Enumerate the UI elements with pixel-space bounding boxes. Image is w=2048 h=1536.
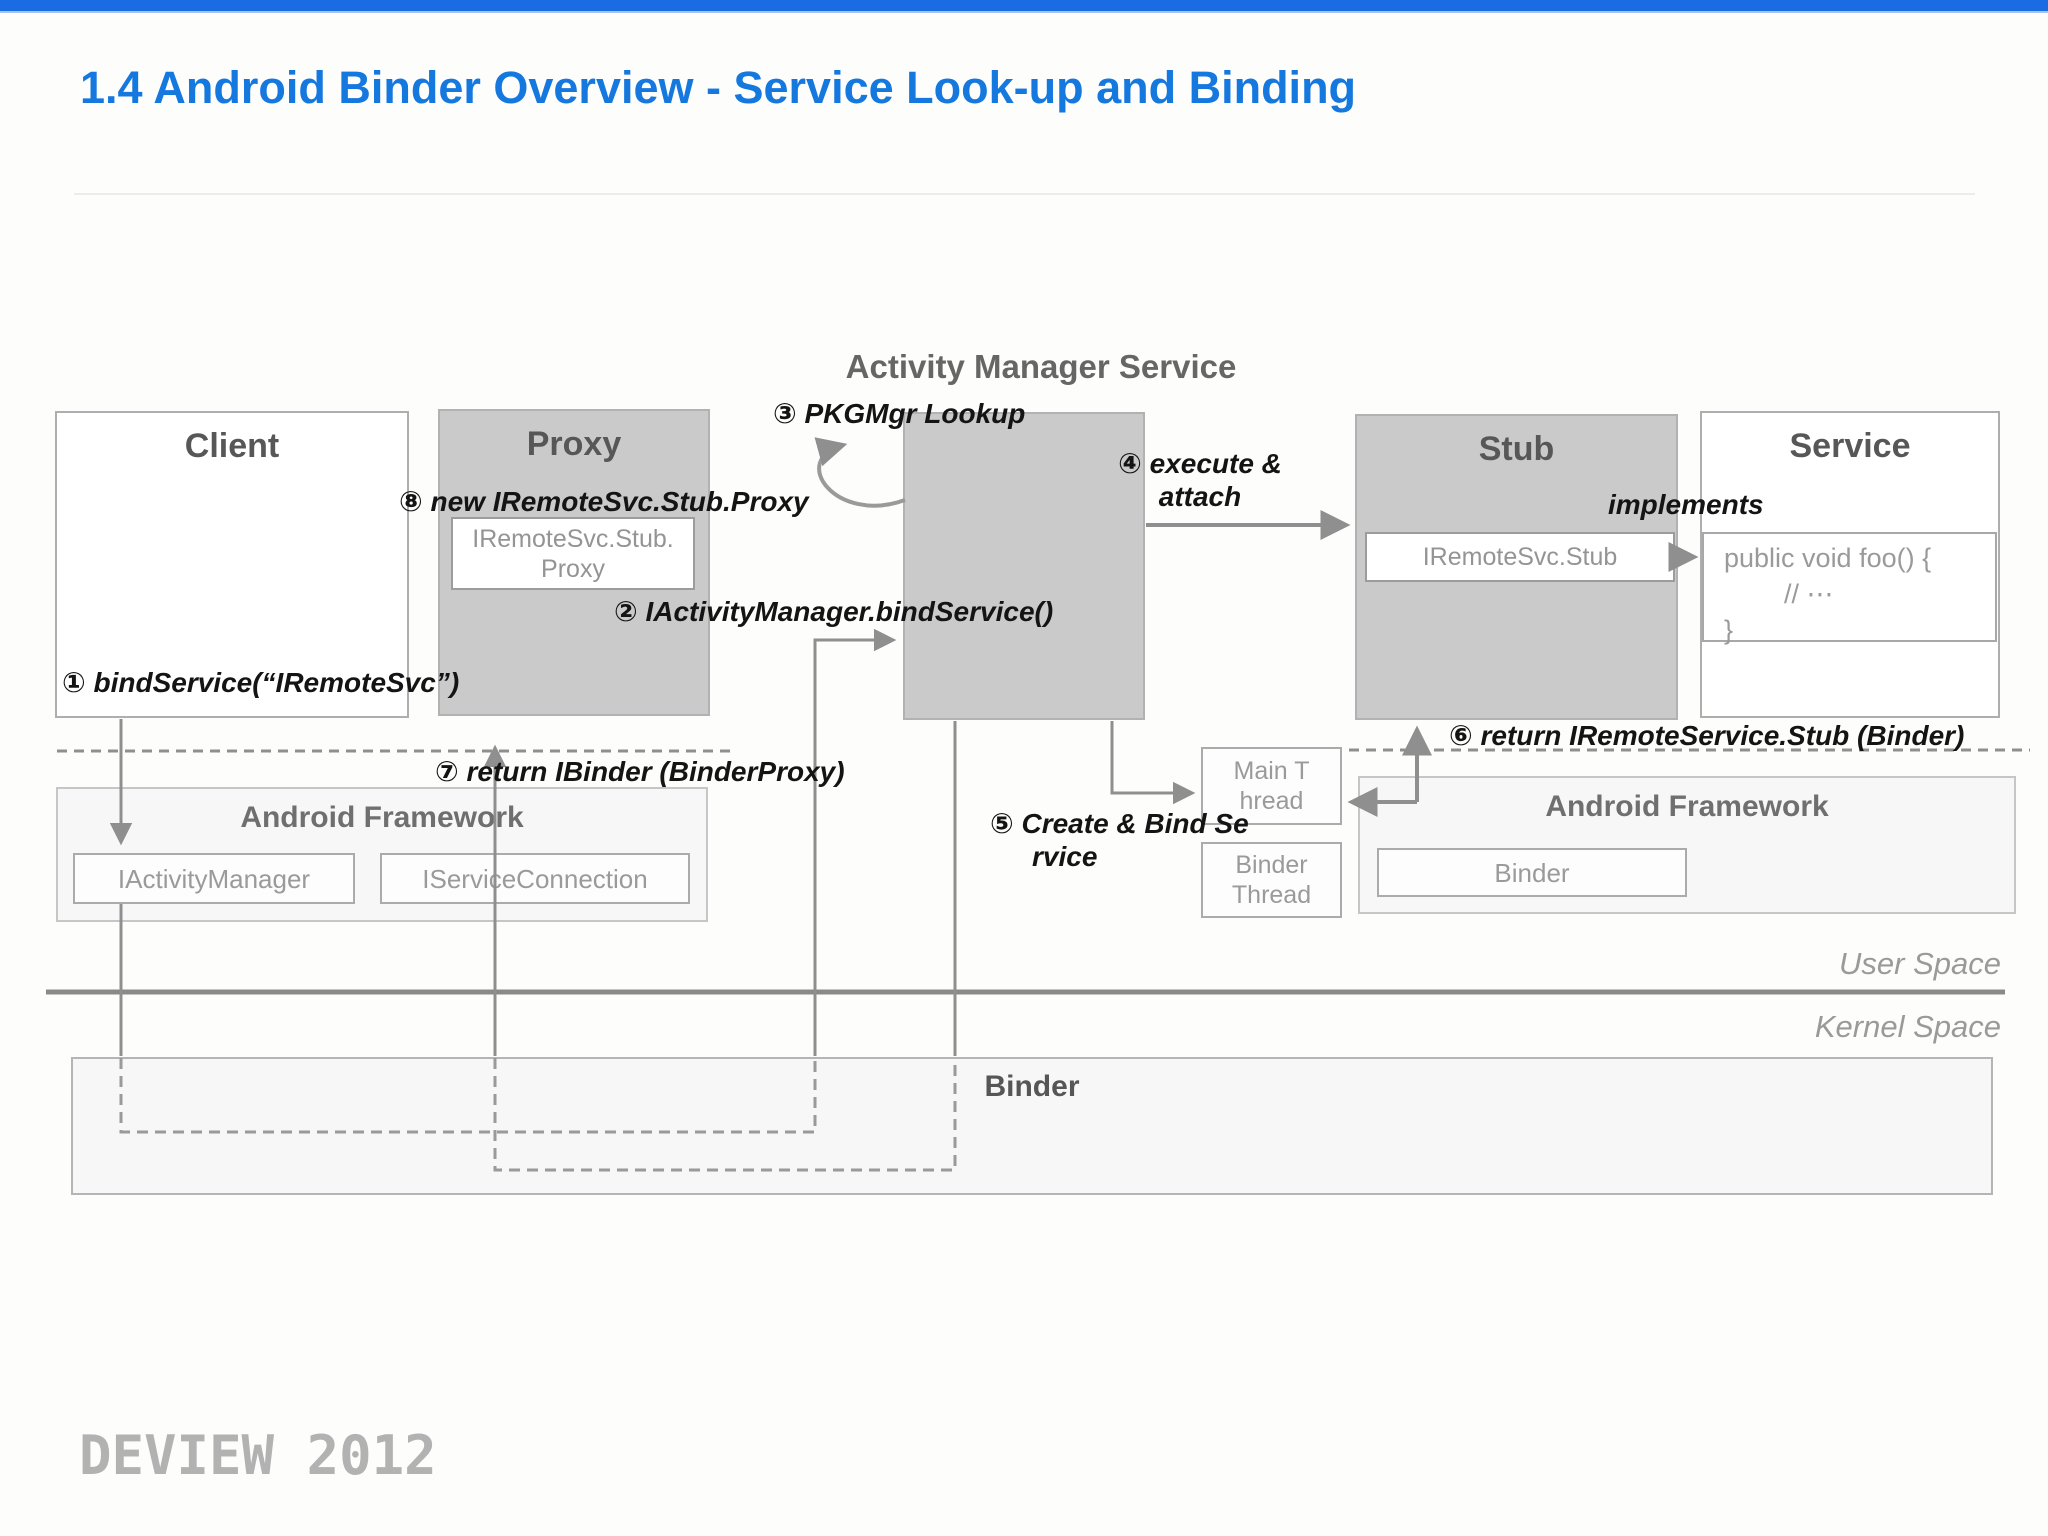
main-thread-box: Main T hread xyxy=(1201,747,1342,825)
service-code-line1: public void foo() { xyxy=(1724,543,1932,573)
arrow-pkgmgr-lookup-loop xyxy=(814,437,906,508)
framework-binder-label: Binder xyxy=(1494,857,1570,888)
annotation-5-line2: rvice xyxy=(1032,841,1098,872)
android-framework-left-label: Android Framework xyxy=(240,801,524,834)
service-code-box: public void foo() { // ⋯ } xyxy=(1702,532,1997,645)
kernel-binder-label: Binder xyxy=(984,1070,1080,1103)
arrow-create-bind-service xyxy=(1110,721,1196,805)
client-box: Client xyxy=(55,411,409,718)
stub-box-label: Stub xyxy=(1478,430,1555,468)
proxy-inner-class-line2: Proxy xyxy=(541,554,605,583)
annotation-5-line1: ⑤ Create & Bind Se xyxy=(990,808,1249,839)
stub-inner-class-label: IRemoteSvc.Stub xyxy=(1422,543,1618,571)
stub-inner-class-box: IRemoteSvc.Stub xyxy=(1365,532,1675,582)
iserviceconnection-label: IServiceConnection xyxy=(422,863,648,894)
service-box-label: Service xyxy=(1789,427,1911,465)
title-divider xyxy=(74,193,1975,195)
service-code-line2: // ⋯ xyxy=(1784,579,1834,609)
annotation-5-create-bind-service: ⑤ Create & Bind Se rvice xyxy=(990,807,1249,873)
activity-manager-service-label: Activity Manager Service xyxy=(845,348,1237,385)
main-thread-line2: hread xyxy=(1239,787,1304,815)
annotation-3-pkgmgr-lookup: ③ PKGMgr Lookup xyxy=(773,398,1026,429)
annotation-7-return-ibinder: ⑦ return IBinder (BinderProxy) xyxy=(435,756,845,787)
iactivitymanager-label: IActivityManager xyxy=(117,863,311,894)
arrow-bindservice-kernel-to-ams xyxy=(813,628,897,1056)
service-code-line3: } xyxy=(1724,615,1734,645)
client-box-label: Client xyxy=(184,427,280,465)
annotation-6-return-stub: ⑥ return IRemoteService.Stub (Binder) xyxy=(1449,720,1965,751)
activity-manager-service-box xyxy=(903,412,1145,720)
annotation-1-bindservice: ① bindService(“IRemoteSvc”) xyxy=(62,667,460,698)
annotation-4-line1: ④ execute & xyxy=(1118,448,1282,479)
page-title: 1.4 Android Binder Overview - Service Lo… xyxy=(80,62,1357,113)
binder-thread-box: Binder Thread xyxy=(1201,842,1342,918)
iactivitymanager-box: IActivityManager xyxy=(73,853,355,904)
framework-binder-box: Binder xyxy=(1377,848,1687,897)
iserviceconnection-box: IServiceConnection xyxy=(380,853,690,904)
android-framework-right-label: Android Framework xyxy=(1545,790,1829,823)
kernel-space-label: Kernel Space xyxy=(1814,1009,2001,1044)
deview-2012-logo: DEVIEW 2012 xyxy=(79,1424,437,1487)
annotation-4-line2: attach xyxy=(1158,481,1242,512)
proxy-inner-class-box: IRemoteSvc.Stub. Proxy xyxy=(451,517,695,590)
annotation-8-new-proxy: ⑧ new IRemoteSvc.Stub.Proxy xyxy=(399,486,809,517)
binder-thread-line2: Thread xyxy=(1231,881,1312,909)
main-thread-line1: Main T xyxy=(1233,757,1310,785)
binder-thread-line1: Binder xyxy=(1235,851,1308,879)
proxy-inner-class-line1: IRemoteSvc.Stub. xyxy=(472,524,674,553)
annotation-2-iactivitymanager-bindservice: ② IActivityManager.bindService() xyxy=(614,596,1054,627)
annotation-4-execute-attach: ④ execute & attach xyxy=(1115,447,1285,513)
top-accent-bar xyxy=(0,0,2048,13)
proxy-box-label: Proxy xyxy=(526,425,622,463)
user-space-label: User Space xyxy=(1839,946,2001,981)
annotation-implements: implements xyxy=(1608,489,1764,520)
